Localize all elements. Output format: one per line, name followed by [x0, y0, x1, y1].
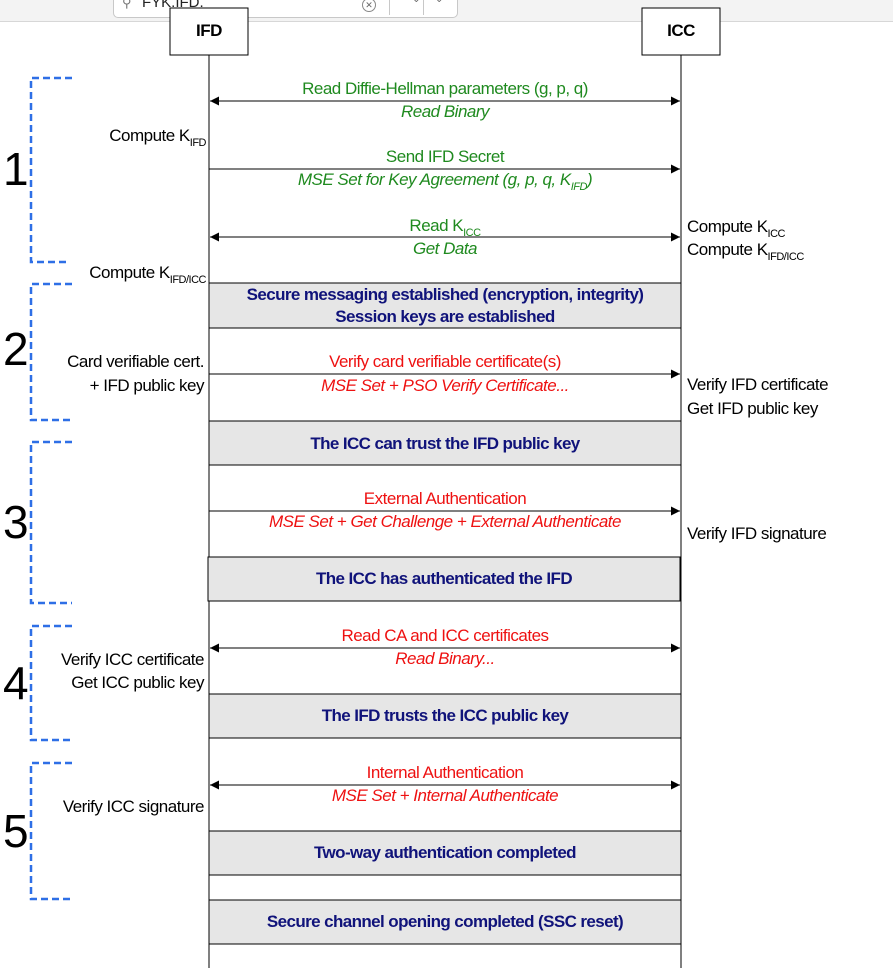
state-label-2: The ICC can trust the IFD public key — [310, 434, 580, 453]
state-label-1b: Session keys are established — [335, 307, 555, 326]
state-label-1a: Secure messaging established (encryption… — [246, 285, 644, 304]
message-external-auth: External Authentication — [363, 489, 527, 508]
message-send-ifd-secret: Send IFD Secret — [385, 147, 505, 166]
note-compute-kifdicc-left: Compute KIFD/ICC — [89, 263, 206, 286]
message-read-binary: Read Binary — [400, 102, 490, 121]
note-compute-kifdicc-right: Compute KIFD/ICC — [687, 240, 804, 263]
state-label-3: The ICC has authenticated the IFD — [315, 569, 573, 588]
note-verify-icc-cert: Verify ICC certificate — [61, 650, 205, 669]
note-verify-icc-signature: Verify ICC signature — [62, 797, 205, 816]
step-number-2: 2 — [3, 323, 29, 375]
step-bracket-5 — [29, 761, 72, 901]
search-icon: ⚲ — [122, 0, 132, 10]
note-verify-ifd-cert: Verify IFD certificate — [687, 375, 829, 394]
message-mse-set-key-agreement: MSE Set for Key Agreement (g, p, q, KIFD… — [297, 170, 593, 193]
message-pso-verify-cert: MSE Set + PSO Verify Certificate... — [321, 376, 569, 395]
state-box-4 — [208, 693, 682, 739]
previous-result-icon[interactable]: ⌃ ⌄ — [401, 0, 421, 5]
clear-icon[interactable]: ✕ — [362, 0, 376, 12]
state-box-1 — [208, 282, 682, 329]
message-read-dh-params: Read Diffie-Hellman parameters (g, p, q) — [302, 79, 588, 98]
message-read-binary-2: Read Binary... — [395, 649, 495, 668]
note-get-icc-public-key: Get ICC public key — [71, 673, 204, 692]
step-bracket-3 — [29, 440, 72, 605]
state-box-5 — [208, 830, 682, 876]
lifeline-label-icc: ICC — [667, 21, 695, 40]
step-number-4: 4 — [3, 657, 29, 709]
lifeline-head-ifd — [169, 7, 249, 56]
message-verify-card-cert: Verify card verifiable certificate(s) — [329, 352, 561, 371]
message-read-kicc: Read KICC — [409, 216, 481, 239]
search-value: FYK.IFD. — [142, 0, 204, 11]
note-ifd-public-key: + IFD public key — [89, 376, 205, 395]
state-box-2 — [208, 420, 682, 466]
state-box-3 — [207, 556, 681, 602]
step-number-3: 3 — [3, 496, 29, 548]
message-external-auth-apdus: MSE Set + Get Challenge + External Authe… — [269, 512, 621, 531]
state-box-6 — [208, 899, 682, 945]
message-internal-auth-apdus: MSE Set + Internal Authenticate — [331, 786, 559, 805]
message-internal-auth: Internal Authentication — [366, 763, 524, 782]
message-get-data: Get Data — [412, 239, 478, 258]
step-number-5: 5 — [3, 805, 29, 857]
state-label-5: Two-way authentication completed — [314, 843, 577, 862]
note-get-ifd-public-key: Get IFD public key — [687, 399, 818, 418]
state-label-4: The IFD trusts the ICC public key — [321, 706, 569, 725]
message-read-ca-certs: Read CA and ICC certificates — [341, 626, 549, 645]
note-compute-kicc: Compute KICC — [687, 217, 786, 240]
separator — [423, 0, 424, 15]
options-icon[interactable]: ⌄ — [435, 0, 443, 5]
note-compute-kifd: Compute KIFD — [109, 126, 206, 149]
state-label-6: Secure channel opening completed (SSC re… — [266, 912, 624, 931]
note-card-verifiable-cert: Card verifiable cert. — [67, 352, 204, 371]
note-verify-ifd-signature: Verify IFD signature — [687, 524, 827, 543]
lifeline-label-ifd: IFD — [196, 21, 222, 40]
separator — [389, 0, 390, 15]
step-number-1: 1 — [3, 143, 29, 195]
step-bracket-1 — [29, 76, 72, 264]
